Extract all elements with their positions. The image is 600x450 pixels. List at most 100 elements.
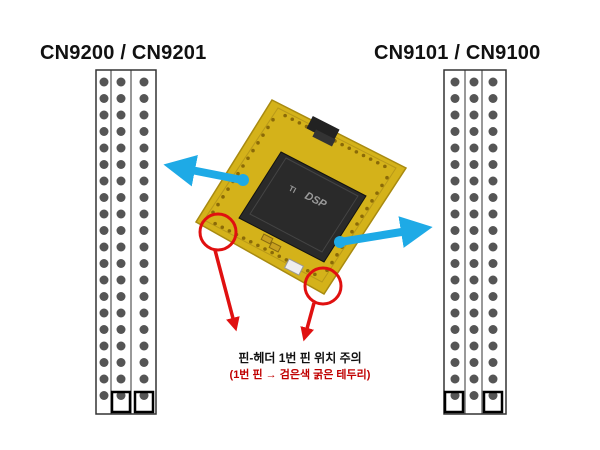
header-pin xyxy=(450,275,460,285)
pcb-via xyxy=(355,222,359,226)
header-pin xyxy=(450,94,460,103)
pin1-marker xyxy=(110,390,132,414)
pin1-marker xyxy=(133,390,155,414)
header-pin xyxy=(450,110,460,120)
header-pin xyxy=(450,358,460,367)
header-pin xyxy=(450,325,460,334)
header-pin xyxy=(488,77,498,87)
header-pin xyxy=(116,160,126,169)
header-pin xyxy=(488,308,498,318)
header-pin xyxy=(99,391,109,400)
header-pin xyxy=(116,341,126,351)
header-pin xyxy=(139,94,149,103)
pcb-via xyxy=(270,250,274,255)
header-pin xyxy=(139,374,149,384)
header-pin xyxy=(469,308,479,318)
pcb-via xyxy=(256,243,260,248)
pcb-via xyxy=(256,141,260,145)
header-pin xyxy=(450,127,460,136)
header-pin xyxy=(488,259,498,268)
board-component xyxy=(268,241,282,253)
header-pin xyxy=(139,176,149,186)
pcb-via xyxy=(248,239,253,244)
board-connector-block xyxy=(306,115,340,147)
left-pin-grid xyxy=(99,77,149,400)
dsp-chip-outline xyxy=(249,157,359,253)
header-pin xyxy=(488,160,498,169)
pcb-via xyxy=(347,146,352,151)
pin1-marker xyxy=(482,390,504,414)
pcb-via xyxy=(216,202,220,207)
pcb-via xyxy=(241,236,246,240)
pin1-caution-note: 핀-헤더 1번 핀 위치 주의 xyxy=(238,351,362,365)
dsp-chip xyxy=(238,151,367,263)
pcb-via xyxy=(226,187,230,191)
header-pin xyxy=(139,77,149,87)
header-pin xyxy=(469,275,479,285)
right-pin-header xyxy=(443,69,507,415)
pcb-via xyxy=(305,268,310,273)
header-pin xyxy=(488,176,498,186)
pcb-via xyxy=(340,142,344,147)
pcb-via xyxy=(213,221,217,226)
header-pin xyxy=(488,275,498,285)
pcb-via xyxy=(335,253,339,257)
header-pin xyxy=(116,143,126,153)
header-pin xyxy=(488,226,498,235)
pcb-via xyxy=(227,229,232,233)
header-pin xyxy=(116,259,126,268)
header-pin xyxy=(488,110,498,120)
header-pin xyxy=(488,242,498,252)
header-pin xyxy=(450,374,460,384)
pcb-via xyxy=(246,156,250,161)
pcb-via xyxy=(284,258,289,262)
pcb-via xyxy=(283,113,287,118)
header-pin xyxy=(116,77,126,87)
right-pin-grid xyxy=(450,77,498,400)
header-pin xyxy=(139,110,149,120)
header-pin xyxy=(469,110,479,120)
header-pin xyxy=(450,292,460,301)
left-header-frame xyxy=(95,69,157,415)
header-pin xyxy=(469,358,479,367)
header-pin xyxy=(99,209,109,219)
header-pin xyxy=(469,341,479,351)
header-pin xyxy=(450,226,460,235)
header-pin xyxy=(116,325,126,334)
pcb-vias xyxy=(211,113,389,277)
header-pin xyxy=(139,226,149,235)
header-pin xyxy=(116,308,126,318)
header-pin xyxy=(99,160,109,169)
header-pin xyxy=(450,143,460,153)
header-pin xyxy=(139,160,149,169)
header-pin xyxy=(99,341,109,351)
header-pin xyxy=(469,193,479,202)
pcb-via xyxy=(271,117,275,122)
pcb-via xyxy=(368,157,373,161)
header-pin xyxy=(116,127,126,136)
dsp-board-photo: DSP TI xyxy=(194,99,408,295)
header-pin xyxy=(469,374,479,384)
header-pin xyxy=(488,94,498,103)
pin1-highlight-circle xyxy=(303,266,343,306)
header-pin xyxy=(469,209,479,219)
header-pin xyxy=(469,176,479,186)
header-pin xyxy=(469,160,479,169)
red-arrow-left xyxy=(213,249,240,332)
header-pin xyxy=(488,193,498,202)
header-pin xyxy=(488,358,498,367)
pcb-via xyxy=(375,191,379,195)
header-pin xyxy=(116,176,126,186)
header-pin xyxy=(488,143,498,153)
header-pin xyxy=(99,242,109,252)
left-connector-title: CN9200 / CN9201 xyxy=(40,42,207,64)
header-pin xyxy=(469,242,479,252)
pcb-via xyxy=(261,133,265,137)
red-arrow-right xyxy=(300,302,316,342)
header-pin xyxy=(116,292,126,301)
pcb-via xyxy=(365,206,369,211)
header-pin xyxy=(116,193,126,202)
header-pin xyxy=(116,94,126,103)
pcb-via xyxy=(266,125,270,130)
